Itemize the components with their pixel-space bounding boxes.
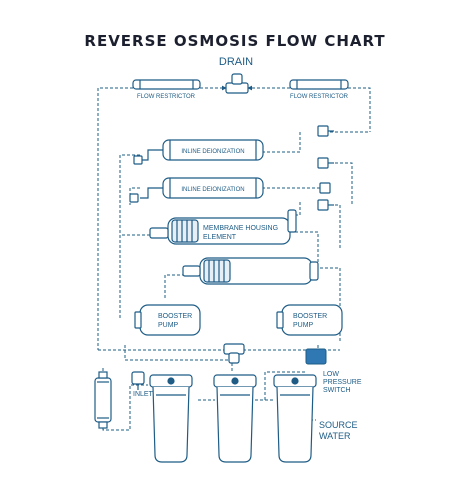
booster-pump-left-icon <box>134 304 201 336</box>
filter-canister-3-icon <box>273 374 317 463</box>
flow-line-housing-left <box>164 274 185 300</box>
low-pressure-label-line3: SWITCH <box>323 387 351 394</box>
flow-line-right-loop <box>348 87 371 132</box>
filter-canister-2-icon <box>213 374 257 463</box>
booster-pump-right-label-line2: PUMP <box>293 322 314 329</box>
inline-deionization-1-icon <box>133 139 264 165</box>
inline-deionization-1-label: INLINE DEIONIZATION <box>181 149 244 155</box>
valve-4-icon <box>317 199 334 211</box>
flow-restrictor-right-label: FLOW RESTRICTOR <box>290 94 349 100</box>
pressure-housing-icon <box>182 257 319 285</box>
source-water-label-line1: SOURCE <box>319 420 358 430</box>
membrane-housing-icon <box>149 209 297 245</box>
inlet-label: INLET <box>133 391 154 398</box>
drain-tee-icon <box>225 73 249 94</box>
inlet-valve-icon <box>131 371 145 390</box>
valve-1-icon <box>317 125 334 137</box>
membrane-label-line2: ELEMENT <box>203 234 237 241</box>
membrane-label-line1: MEMBRANE HOUSING <box>203 225 278 232</box>
flow-line-valve-4 <box>320 204 341 250</box>
flow-line-to-switch <box>264 371 305 400</box>
inline-deionization-2-label: INLINE DEIONIZATION <box>181 187 244 193</box>
valve-2-icon <box>317 157 334 169</box>
flow-restrictor-left-icon <box>132 79 201 90</box>
sediment-filter-icon <box>94 371 112 429</box>
low-pressure-label-line2: PRESSURE <box>323 379 362 386</box>
booster-pump-left-label-line2: PUMP <box>158 322 179 329</box>
flow-line-membrane-left <box>119 234 150 320</box>
booster-pump-right-icon <box>276 304 343 336</box>
drain-label: DRAIN <box>219 56 253 68</box>
flow-restrictor-right-icon <box>289 79 349 90</box>
flow-line-di-top <box>262 130 301 153</box>
flow-line-housing-right <box>315 267 341 342</box>
filter-canister-1-icon <box>149 374 193 463</box>
flow-line-membrane-out <box>290 231 319 262</box>
inline-deionization-2-icon <box>129 177 264 203</box>
page-title: REVERSE OSMOSIS FLOW CHART <box>84 32 386 50</box>
booster-pump-left-label-line1: BOOSTER <box>158 313 192 320</box>
flow-line-left-loop <box>97 87 133 350</box>
flow-line-membrane-right <box>290 200 301 216</box>
flow-restrictor-left-label: FLOW RESTRICTOR <box>137 94 196 100</box>
flow-line-pump-left-down <box>124 345 233 372</box>
flow-line-di-left <box>119 154 140 235</box>
low-pressure-label-line1: LOW <box>323 371 339 378</box>
source-water-label-line2: WATER <box>319 431 351 441</box>
booster-pump-right-label-line1: BOOSTER <box>293 313 327 320</box>
manifold-tee-icon <box>223 343 245 364</box>
low-pressure-switch-icon <box>305 348 327 365</box>
valve-3-icon <box>319 182 331 194</box>
